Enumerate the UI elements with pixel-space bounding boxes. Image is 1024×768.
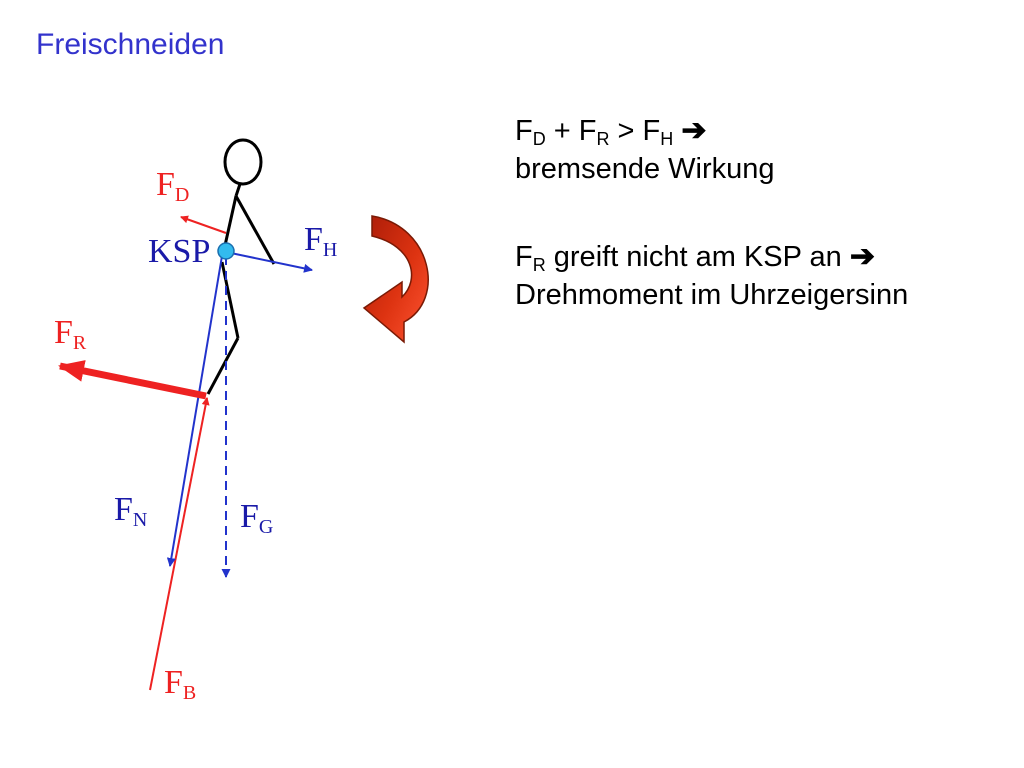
fb-label: FB: [164, 664, 196, 704]
braking-note: FD + FR > FH ➔ bremsende Wirkung: [515, 112, 775, 188]
figure-neck: [234, 183, 242, 197]
ksp-label: KSP: [148, 233, 210, 270]
fd-label: FD: [156, 166, 189, 206]
ksp-dot: [217, 242, 235, 260]
right-arrow-icon: ➔: [849, 240, 875, 273]
fg-label: FG: [240, 498, 273, 538]
note-line-3: FR greift nicht am KSP an ➔: [515, 240, 875, 275]
fn-force-arrow: [166, 255, 223, 567]
fn-label: FN: [114, 491, 147, 531]
fd-force-arrow: [180, 215, 227, 234]
figure-arm: [234, 195, 276, 265]
note-line-2: bremsende Wirkung: [515, 153, 775, 185]
fh-label: FH: [304, 221, 337, 261]
clockwise-rotation-arrow-icon: [362, 215, 429, 344]
fb-force-line: [149, 397, 210, 691]
figure-back: [222, 195, 238, 251]
right-arrow-icon: ➔: [681, 114, 707, 147]
figure-shin: [206, 337, 240, 395]
stick-figure: [206, 138, 276, 395]
fh-force-arrow: [225, 251, 313, 273]
note-line-4: Drehmoment im Uhrzeigersinn: [515, 279, 909, 311]
torque-note: FR greift nicht am KSP an ➔ Drehmoment i…: [515, 238, 908, 314]
note-line-1: FD + FR > FH ➔: [515, 114, 707, 149]
figure-thigh: [220, 261, 240, 339]
figure-head: [223, 138, 263, 186]
fr-force-arrow: [58, 360, 207, 400]
slide-title: Freischneiden: [36, 28, 225, 61]
fr-label: FR: [54, 314, 87, 354]
